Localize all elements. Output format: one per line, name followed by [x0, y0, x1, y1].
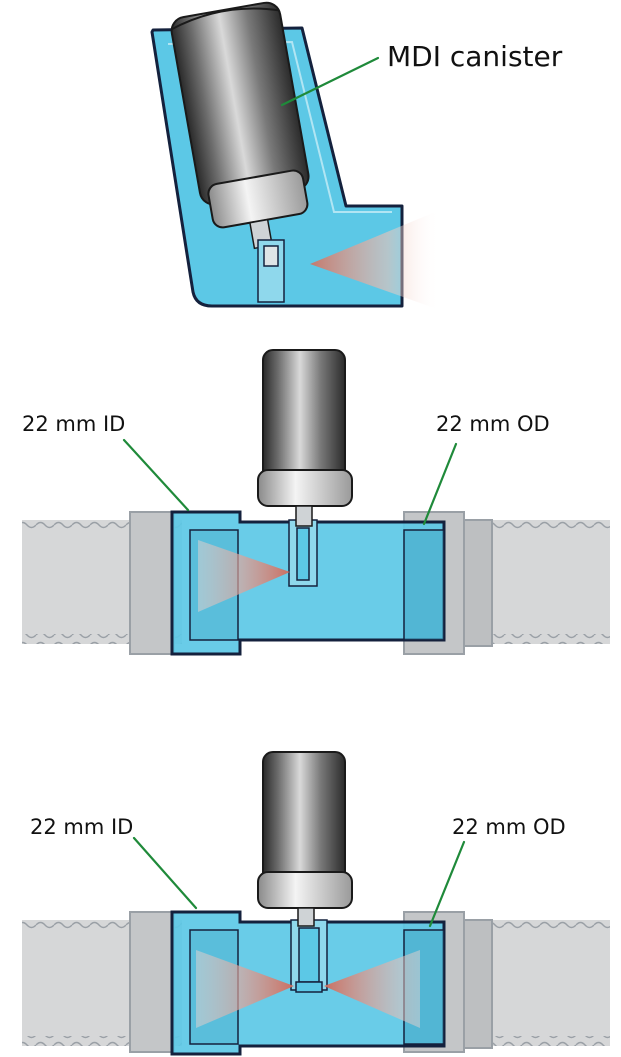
mdi-canister [170, 1, 310, 250]
inhaler-illustration [150, 1, 440, 310]
bottom-adapter-assembly [22, 751, 610, 1056]
bottom-right-leader-line [428, 840, 466, 928]
middle-spray [198, 540, 290, 612]
canister-label: MDI canister [387, 40, 563, 73]
middle-right-leader-line [422, 442, 458, 526]
bottom-left-leader-line [132, 836, 198, 910]
bottom-spray-right [324, 950, 420, 1028]
canister-leader-line [280, 56, 380, 107]
middle-canister [257, 349, 353, 527]
bottom-left-label: 22 mm ID [30, 815, 133, 839]
middle-left-leader-line [122, 438, 190, 512]
bottom-canister [257, 751, 353, 927]
middle-left-label: 22 mm ID [22, 412, 125, 436]
middle-adapter-assembly [22, 349, 610, 656]
spray-plume [310, 210, 440, 310]
middle-right-label: 22 mm OD [436, 412, 550, 436]
bottom-right-label: 22 mm OD [452, 815, 566, 839]
bottom-spray-left [196, 950, 294, 1028]
